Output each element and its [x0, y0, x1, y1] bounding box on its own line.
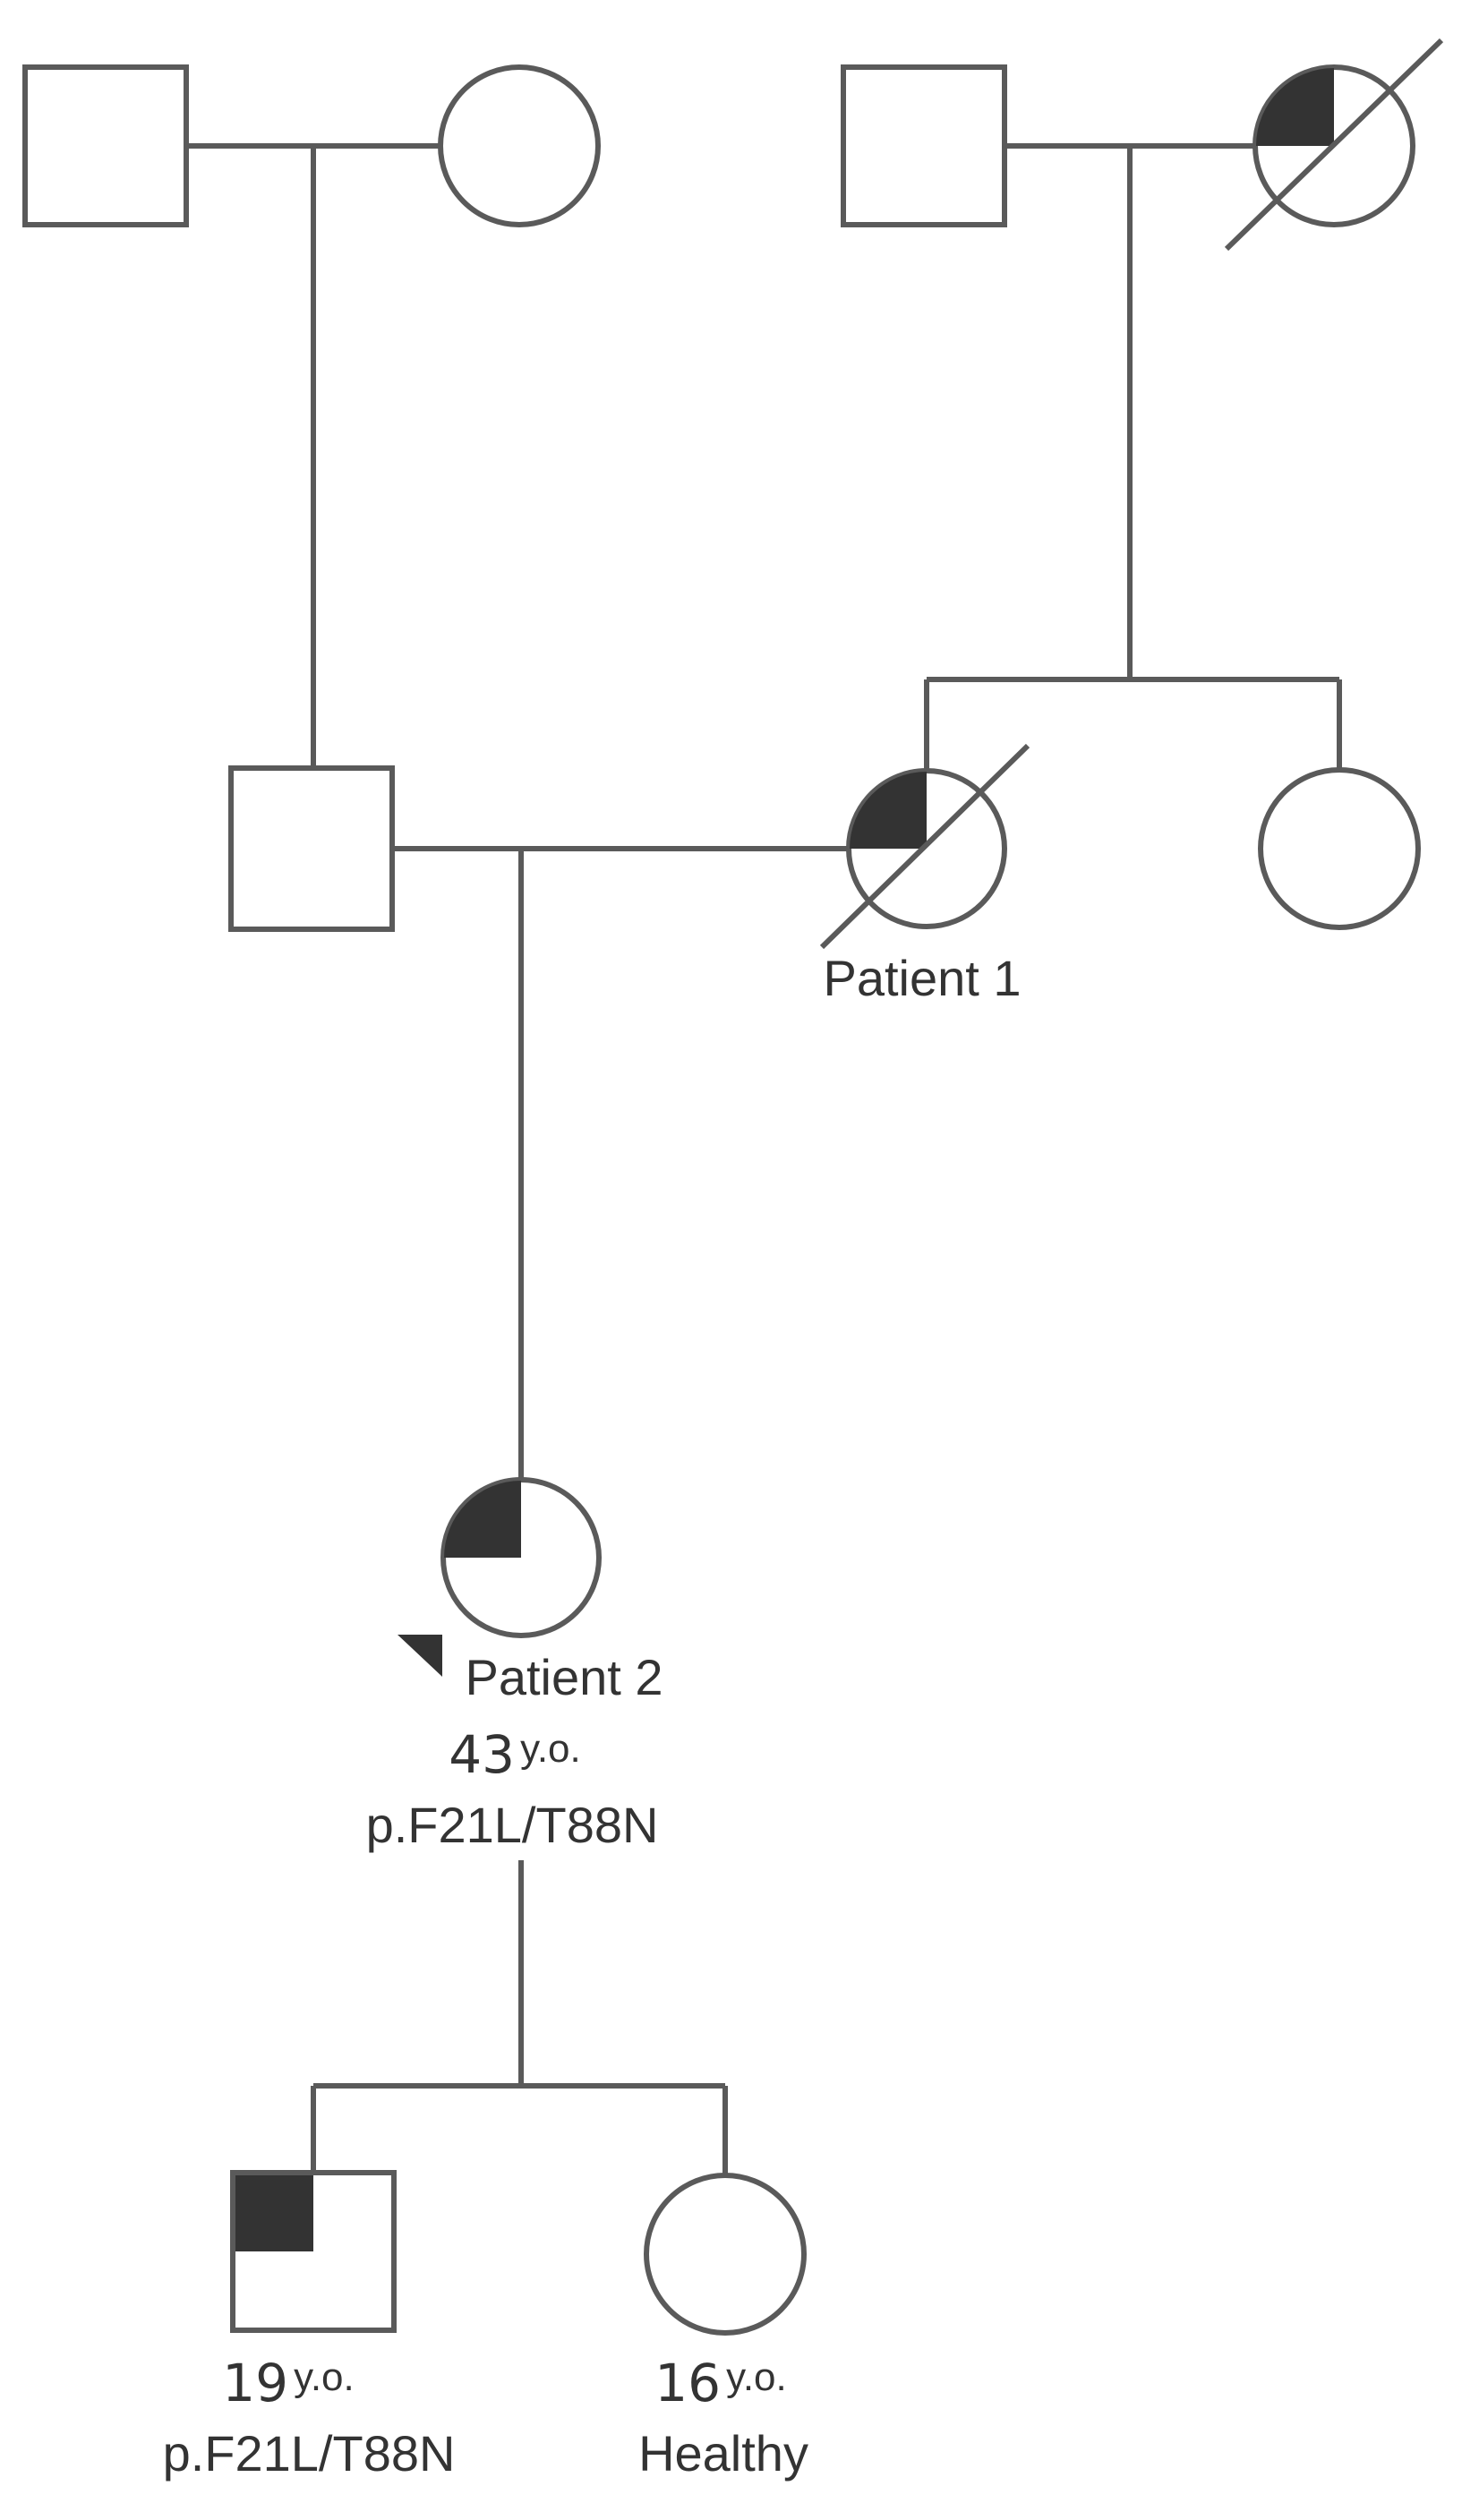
deceased-slash-patient1 [819, 743, 1030, 950]
female-symbol-patient1 [819, 743, 1030, 950]
genotype-son: p.F21L/T88N [163, 2425, 456, 2482]
female-symbol-patient2 [440, 1477, 602, 1638]
age-unit-patient2: y.o. [520, 1727, 581, 1771]
male-symbol-maternal-grandfather [841, 64, 1007, 227]
affected-quadrant-son [235, 2175, 313, 2251]
male-symbol-paternal-grandfather [22, 64, 189, 227]
female-symbol-daughter [644, 2173, 807, 2336]
affected-quadrant-patient2 [444, 1481, 521, 1558]
male-symbol-father [228, 765, 395, 932]
affected-quadrant-patient1 [850, 772, 927, 849]
proband-arrow-icon [398, 1635, 442, 1677]
pedigree-lines [188, 143, 1342, 2175]
age-value-daughter: 16 [654, 2353, 721, 2413]
age-value-patient2: 43 [449, 1724, 515, 1785]
label-patient1: Patient 1 [823, 950, 1021, 1006]
age-unit-daughter: y.o. [726, 2355, 787, 2399]
female-symbol-paternal-grandmother [438, 64, 601, 227]
label-patient2: Patient 2 [465, 1649, 663, 1705]
deceased-slash-maternal-grandmother [1224, 38, 1444, 252]
female-symbol-maternal-grandmother [1224, 38, 1444, 252]
affected-quadrant-maternal-grandmother [1256, 68, 1334, 146]
status-daughter: Healthy [638, 2425, 808, 2482]
age-value-son: 19 [222, 2353, 288, 2413]
genotype-patient2: p.F21L/T88N [366, 1797, 659, 1853]
female-symbol-aunt [1258, 767, 1421, 930]
male-symbol-son [230, 2170, 397, 2333]
age-unit-son: y.o. [294, 2355, 355, 2399]
